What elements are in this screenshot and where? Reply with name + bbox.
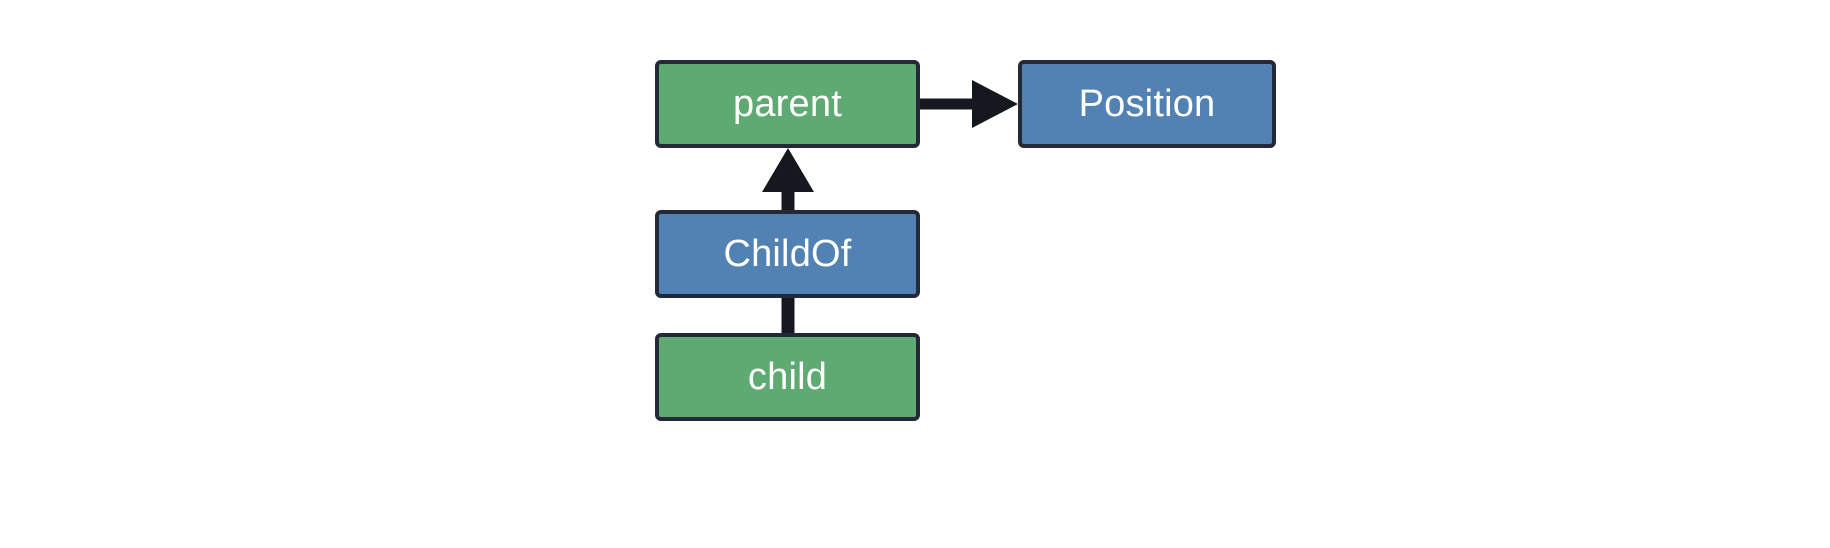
node-position-label: Position xyxy=(1078,83,1216,125)
node-childof[interactable]: ChildOf xyxy=(655,210,920,298)
edge-parent-to-position-arrowhead xyxy=(972,80,1018,128)
edge-parent-to-position xyxy=(920,80,1018,128)
node-child-label: child xyxy=(747,356,828,398)
node-parent-label: parent xyxy=(733,83,842,125)
node-childof-label: ChildOf xyxy=(723,233,852,275)
node-child[interactable]: child xyxy=(655,333,920,421)
node-parent[interactable]: parent xyxy=(655,60,920,148)
edge-childof-to-parent-arrowhead xyxy=(762,148,814,192)
edge-childof-to-parent xyxy=(762,148,814,210)
node-position[interactable]: Position xyxy=(1018,60,1276,148)
